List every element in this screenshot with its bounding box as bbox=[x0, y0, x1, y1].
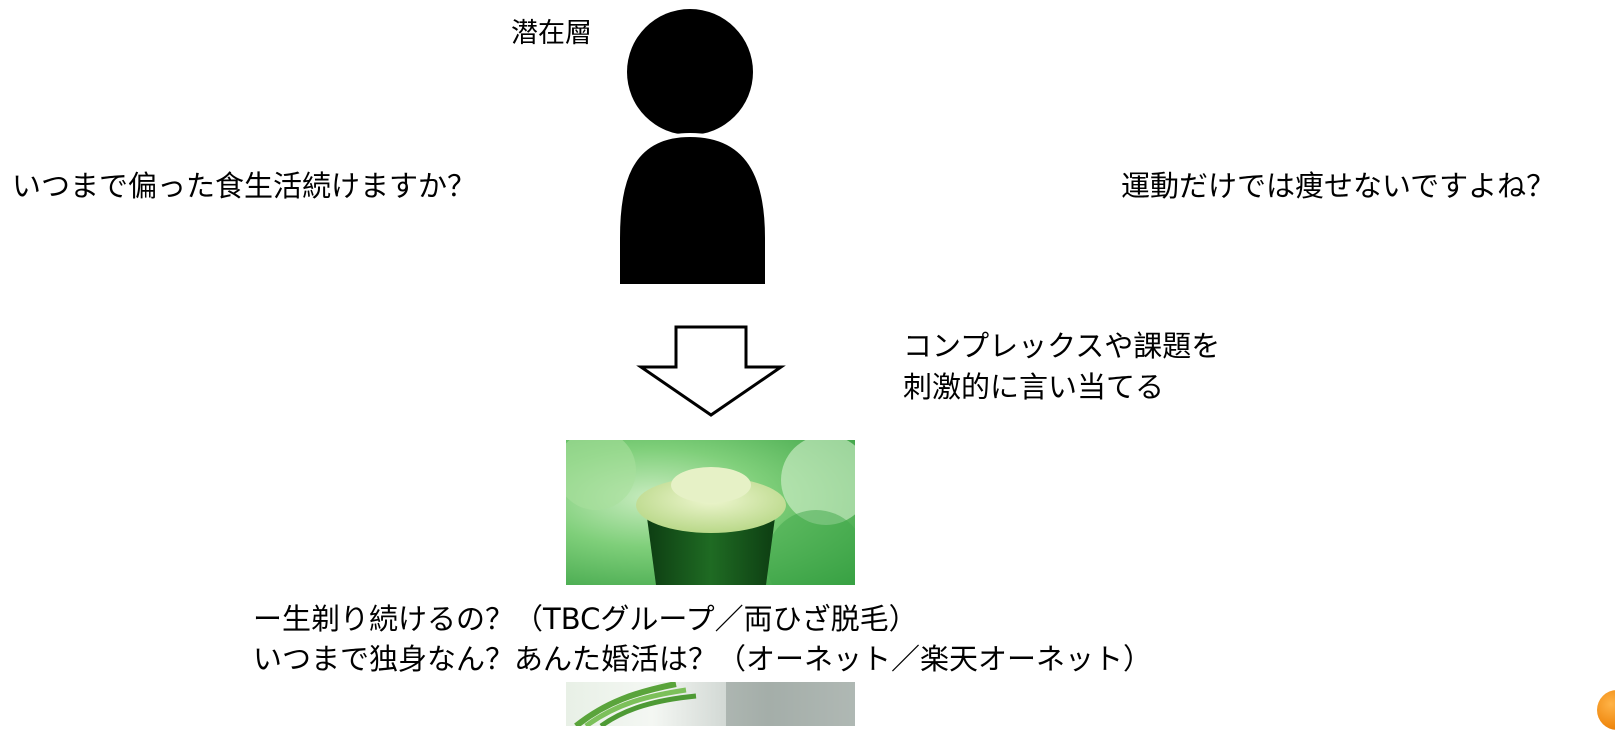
question-right: 運動だけでは痩せないですよね？ bbox=[1121, 169, 1556, 203]
orange-badge bbox=[1597, 690, 1615, 730]
example-line: ー生剃り続けるの？（TBCグループ／両ひざ脱毛） bbox=[253, 602, 918, 636]
question-left: いつまで偏った食生活続けますか？ bbox=[12, 169, 477, 203]
note-line: 刺激的に言い当てる bbox=[903, 370, 1165, 404]
example-copy: ー生剃り続けるの？（TBCグループ／両ひざ脱毛） いつまで独身なん？あんた婚活は… bbox=[253, 599, 1152, 679]
example-line: いつまで独身なん？あんた婚活は？（オーネット／楽天オーネット） bbox=[253, 642, 1153, 676]
product-image bbox=[566, 682, 855, 726]
green-juice-image bbox=[566, 440, 855, 585]
person-icon bbox=[616, 9, 765, 286]
segment-label: 潜在層 bbox=[511, 18, 592, 49]
annotation-note: コンプレックスや課題を 刺激的に言い当てる bbox=[903, 326, 1220, 408]
down-arrow-icon bbox=[636, 325, 786, 417]
note-line: コンプレックスや課題を bbox=[903, 329, 1221, 363]
